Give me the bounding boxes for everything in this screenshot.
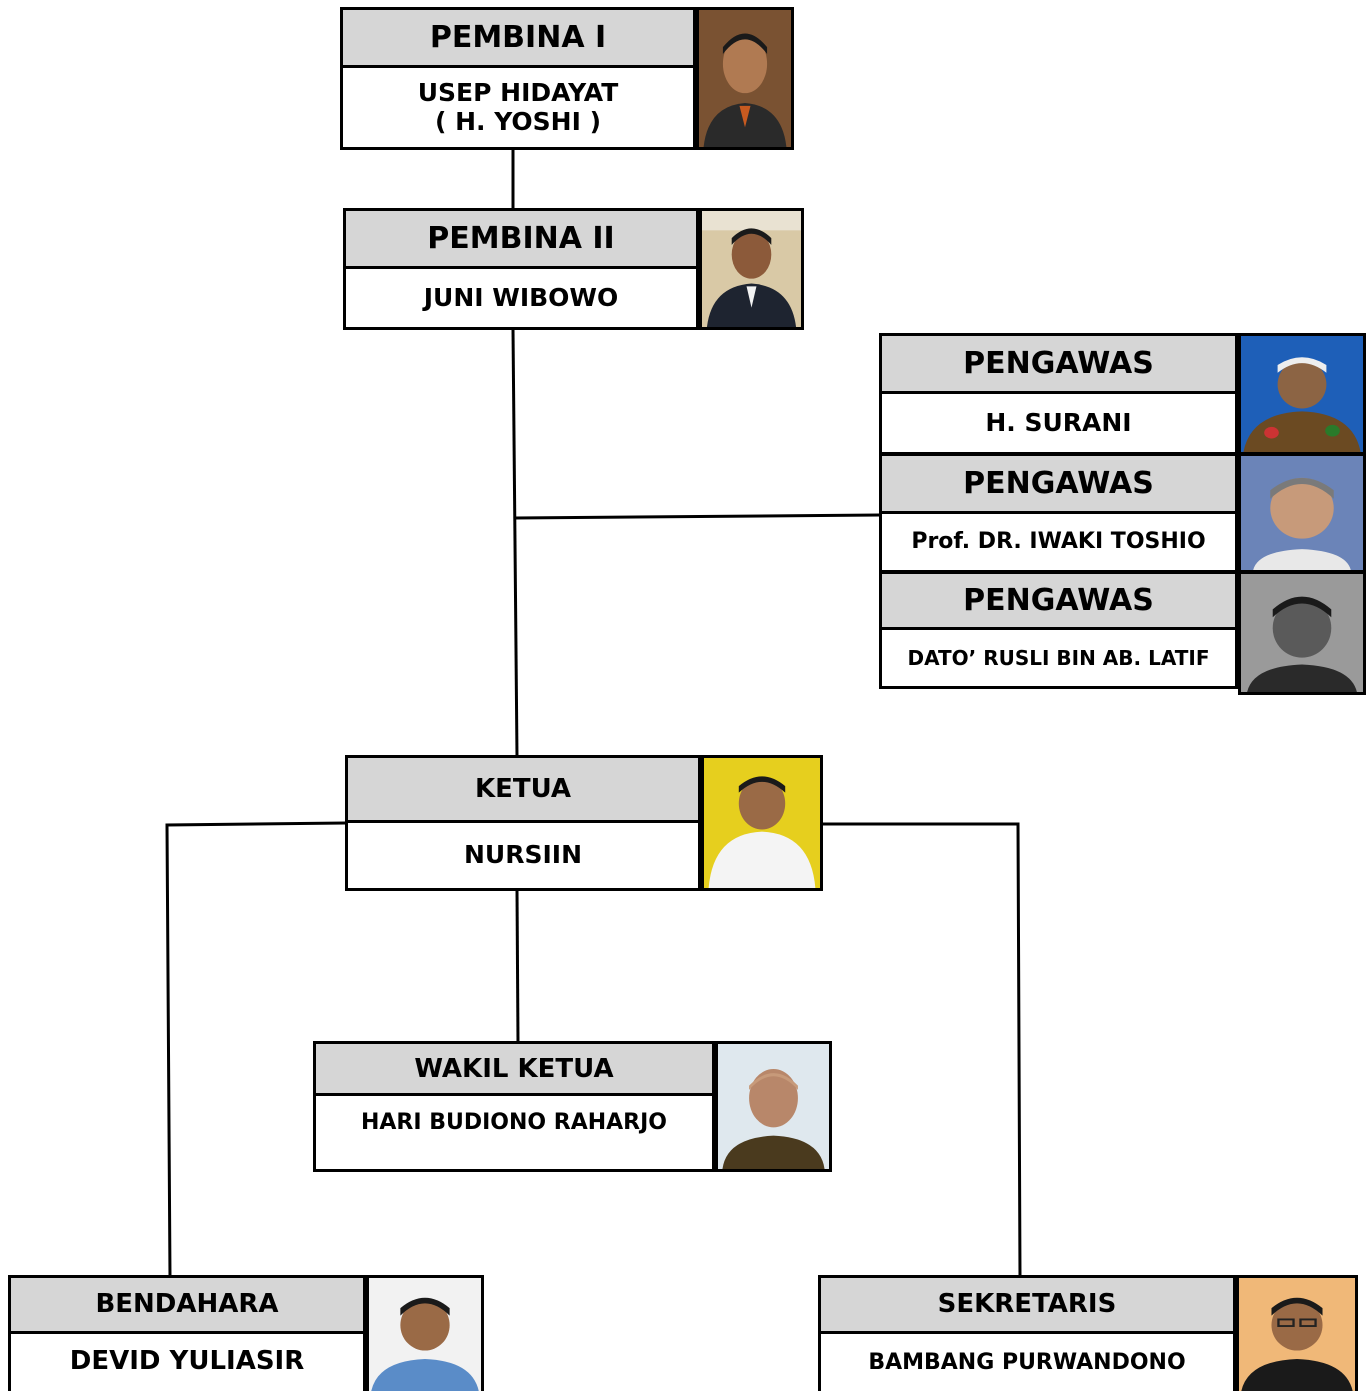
portrait-photo (1238, 333, 1366, 455)
card-pengawas-2: PENGAWAS Prof. DR. IWAKI TOSHIO (879, 453, 1366, 573)
person-portrait-icon (369, 1278, 481, 1391)
portrait-photo (1238, 453, 1366, 573)
role-label: WAKIL KETUA (313, 1041, 715, 1096)
name-label: Prof. DR. IWAKI TOSHIO (879, 514, 1238, 573)
portrait-photo (696, 7, 794, 150)
person-portrait-icon (1239, 1278, 1355, 1391)
person-portrait-icon (699, 10, 791, 147)
person-portrait-icon (704, 758, 820, 888)
person-portrait-icon (702, 211, 801, 327)
name-label: JUNI WIBOWO (343, 269, 699, 330)
name-label: DEVID YULIASIR (8, 1333, 366, 1391)
portrait-photo (701, 755, 823, 891)
name-label: USEP HIDAYAT ( H. YOSHI ) (340, 68, 696, 150)
portrait-photo (1238, 571, 1366, 695)
role-label: PEMBINA II (343, 208, 699, 269)
connector-pembina2-ketua (511, 328, 519, 758)
card-wakil-ketua: WAKIL KETUA HARI BUDIONO RAHARJO (313, 1041, 832, 1172)
person-portrait-icon (1241, 336, 1363, 452)
role-label: PENGAWAS (879, 333, 1238, 394)
portrait-photo (1236, 1275, 1358, 1391)
card-pembina-1: PEMBINA I USEP HIDAYAT ( H. YOSHI ) (340, 7, 794, 150)
role-label: PENGAWAS (879, 571, 1238, 630)
person-portrait-icon (718, 1044, 829, 1169)
portrait-photo (699, 208, 804, 330)
connector-ketua-bendahara (165, 821, 347, 1278)
connector-ketua-wakil (515, 889, 520, 1044)
person-portrait-icon (1241, 574, 1363, 692)
name-label: H. SURANI (879, 394, 1238, 455)
portrait-photo (715, 1041, 832, 1172)
card-pengawas-3: PENGAWAS DATO’ RUSLI BIN AB. LATIF (879, 571, 1366, 695)
person-portrait-icon (1241, 456, 1363, 570)
card-pengawas-1: PENGAWAS H. SURANI (879, 333, 1366, 455)
role-label: BENDAHARA (8, 1275, 366, 1334)
role-label: PEMBINA I (340, 7, 696, 68)
connector-pengawas (514, 513, 881, 520)
role-label: SEKRETARIS (818, 1275, 1236, 1334)
name-label: BAMBANG PURWANDONO (818, 1333, 1236, 1391)
card-pembina-2: PEMBINA II JUNI WIBOWO (343, 208, 804, 330)
card-ketua: KETUA NURSIIN (345, 755, 823, 891)
name-label: NURSIIN (345, 823, 701, 891)
name-label: HARI BUDIONO RAHARJO (313, 1096, 715, 1172)
card-bendahara: BENDAHARA DEVID YULIASIR (8, 1275, 484, 1391)
role-label: PENGAWAS (879, 453, 1238, 514)
connector-ketua-sekretaris (822, 822, 1022, 1278)
portrait-photo (366, 1275, 484, 1391)
name-label: DATO’ RUSLI BIN AB. LATIF (879, 630, 1238, 689)
role-label: KETUA (345, 755, 701, 823)
card-sekretaris: SEKRETARIS BAMBANG PURWANDONO (818, 1275, 1358, 1391)
